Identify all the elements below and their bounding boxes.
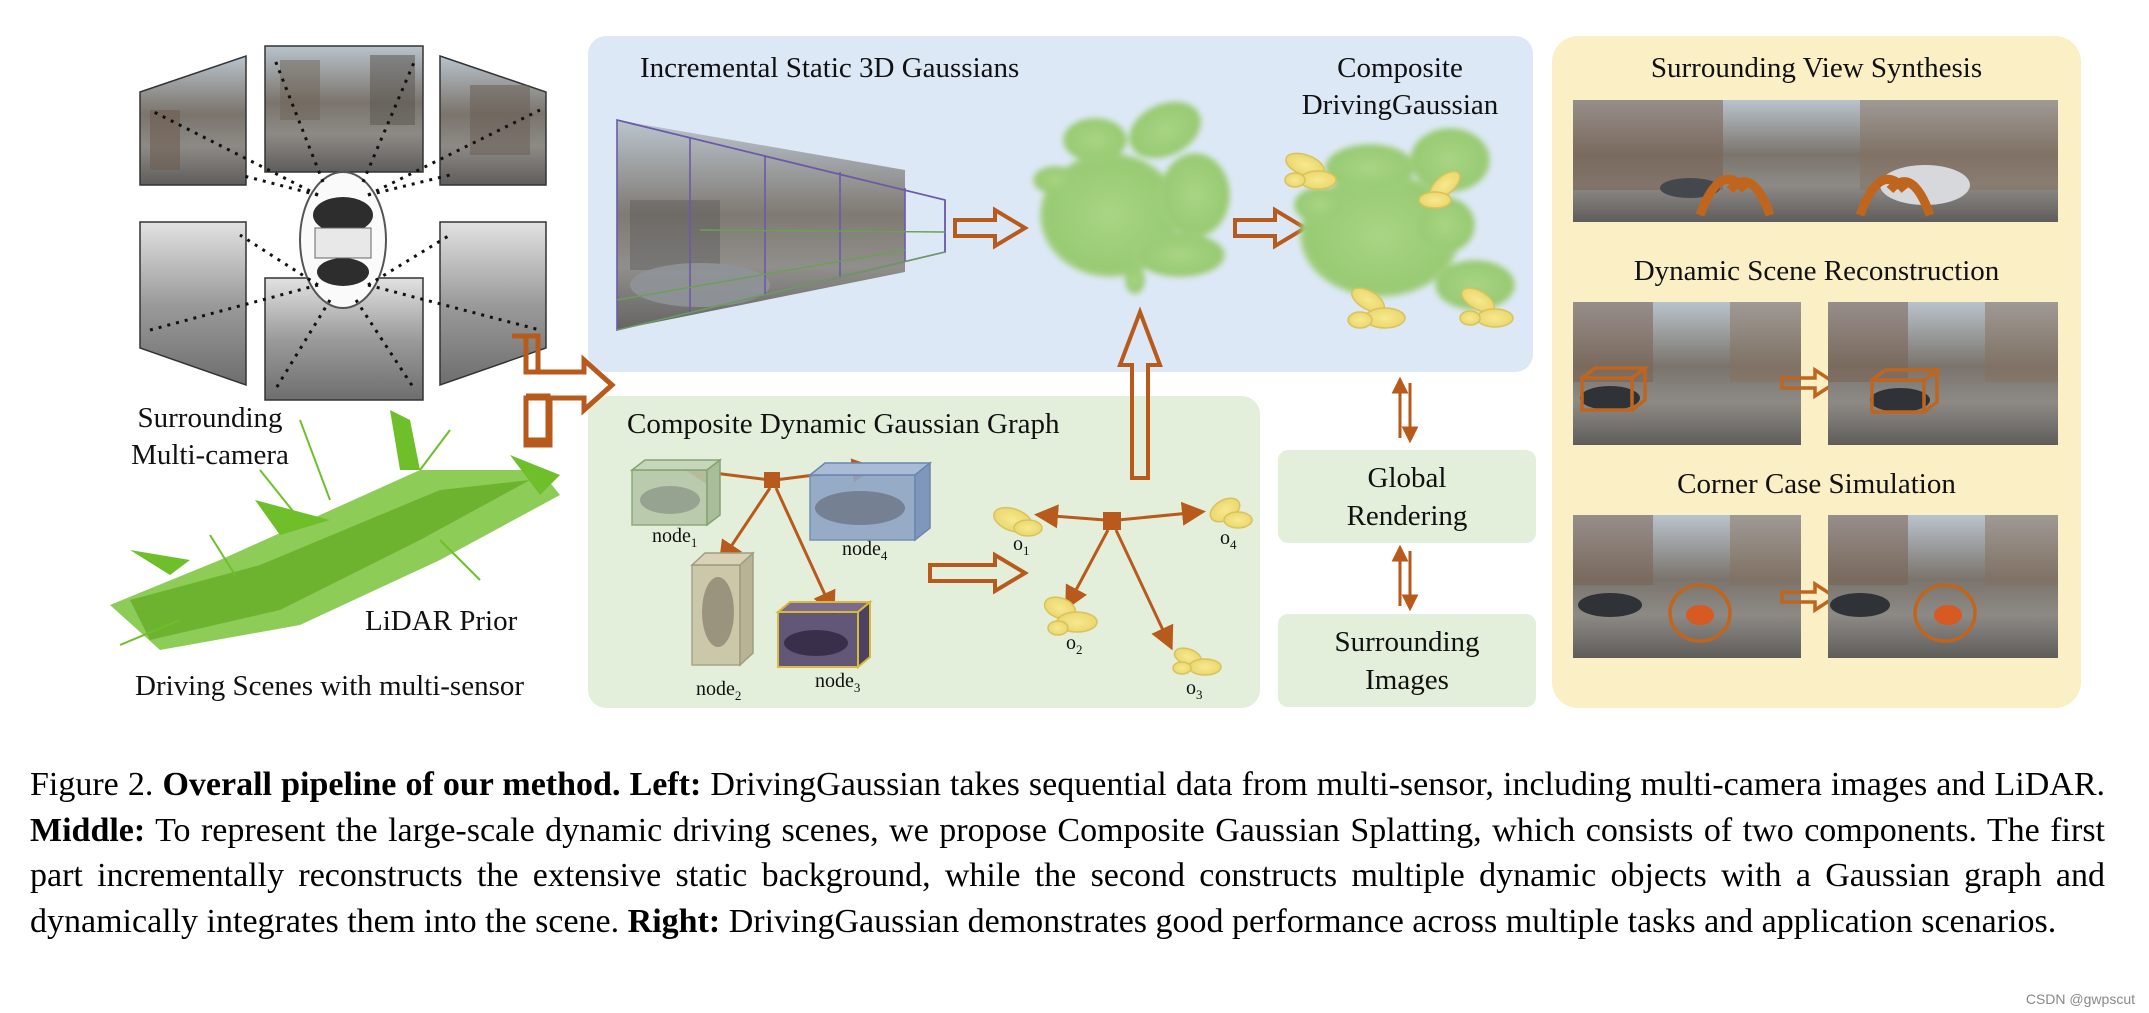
node-label-4: node4 [842, 538, 888, 563]
driving-scenes-label: Driving Scenes with multi-sensor [135, 670, 525, 702]
lidar-prior-label: LiDAR Prior [365, 605, 518, 637]
object-label-2: o2 [1066, 632, 1083, 657]
arrow-nodes-to-objects [928, 551, 1029, 595]
composite-gaussians [1284, 128, 1515, 329]
node-label-2: node2 [696, 678, 742, 703]
arrow-reconstruction [1780, 366, 1839, 400]
static-frustum [616, 118, 946, 332]
object-gaussian-graph [993, 497, 1253, 676]
node-box-1 [629, 458, 723, 527]
task-view-synthesis-label: Surrounding View Synthesis [1650, 52, 1983, 84]
arrow-corner-case [1780, 580, 1839, 614]
object-label-1: o1 [1013, 533, 1030, 558]
camera-image-back-left [139, 221, 247, 387]
multi-camera-rig [139, 45, 547, 401]
global-rendering-box [1278, 450, 1536, 543]
pipeline-figure [110, 45, 2058, 676]
corner-case-image-right [1828, 515, 2058, 658]
figure-caption: Figure 2. Overall pipeline of our method… [30, 766, 2105, 940]
arrow-static-to-gaussians [953, 206, 1029, 250]
multicam-label: Surrounding Multi-camera [131, 402, 289, 471]
arrow-gaussians-to-composite [1233, 206, 1309, 250]
dynamic-panel-title: Composite Dynamic Gaussian Graph [627, 408, 1060, 440]
composite-drivinggaussian-label: Composite DrivingGaussian [1301, 52, 1499, 121]
dynamic-node-graph [629, 458, 933, 670]
corner-case-image-left [1573, 515, 1801, 658]
arrow-sensors-to-panels [512, 333, 616, 448]
bidirectional-arrows [1391, 376, 1419, 612]
camera-image-back-right [439, 221, 547, 387]
object-label-3: o3 [1186, 677, 1203, 702]
node-label-1: node1 [652, 525, 698, 550]
lidar-point-cloud [110, 410, 560, 650]
reconstruction-image-left [1573, 302, 1801, 445]
node-box-4 [807, 461, 933, 542]
arrow-dynamic-to-static [1117, 306, 1163, 480]
node-box-3 [775, 599, 873, 670]
task-dynamic-reconstruction-label: Dynamic Scene Reconstruction [1633, 255, 2000, 287]
object-label-4: o4 [1220, 527, 1237, 552]
watermark: CSDN @gwpscut [2025, 991, 2135, 1007]
global-rendering-label: Global Rendering [1346, 462, 1468, 532]
static-gaussians [1033, 101, 1230, 294]
node-label-3: node3 [815, 670, 861, 695]
node-box-2 [690, 551, 755, 667]
surrounding-images-box [1278, 614, 1536, 707]
surrounding-images-label: Surrounding Images [1334, 626, 1480, 696]
static-panel-title: Incremental Static 3D Gaussians [640, 52, 1020, 84]
task-corner-case-label: Corner Case Simulation [1677, 468, 1956, 500]
view-synthesis-image [1573, 100, 2058, 222]
reconstruction-image-right [1828, 302, 2058, 445]
ego-car-icon [299, 171, 387, 309]
